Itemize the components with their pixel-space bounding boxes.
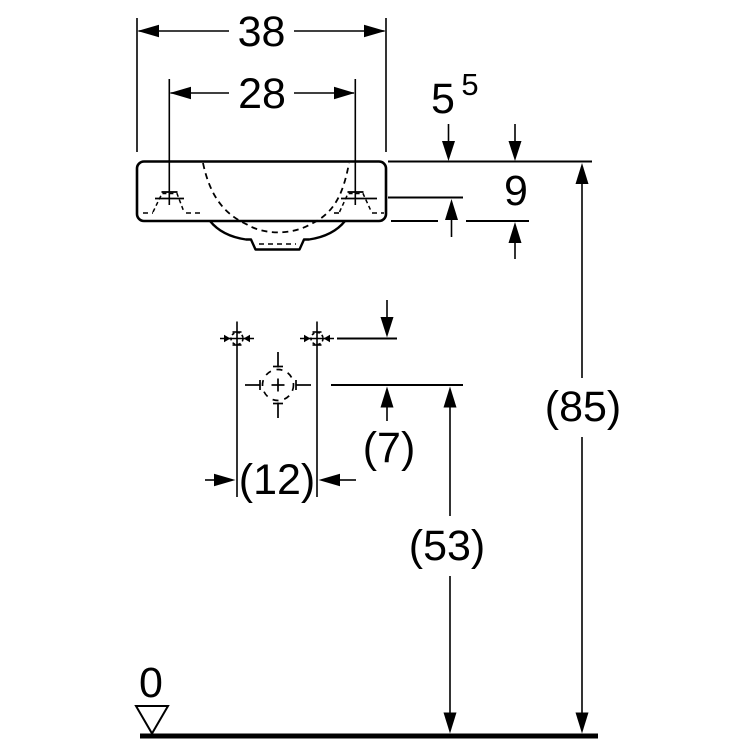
basin-bowl-hidden-contour xyxy=(202,162,350,234)
arrow-left-icon xyxy=(318,473,340,487)
dim-supply-spacing-label: (12) xyxy=(239,456,315,504)
dim-rim-to-tapline-superscript: 5 xyxy=(461,67,478,102)
dim-tap-spacing: 28 xyxy=(168,70,357,205)
dim-overall-width-label: 38 xyxy=(238,8,286,56)
arrow-up-icon xyxy=(508,222,522,243)
arrow-right-icon xyxy=(364,24,386,38)
datum-triangle-icon xyxy=(134,705,170,736)
arrow-right-icon xyxy=(334,86,355,100)
datum-zero-label: 0 xyxy=(139,659,163,707)
arrow-right-icon xyxy=(214,473,236,487)
dim-supply-to-drain-label: (7) xyxy=(363,424,416,472)
dim-supply-to-drain: (7) xyxy=(363,300,416,472)
dim-front-height-label: 9 xyxy=(504,167,528,215)
basin-apron-outline xyxy=(135,160,388,223)
dim-rim-height-label: (85) xyxy=(545,383,621,431)
dim-tap-spacing-label: 28 xyxy=(238,70,286,118)
arrow-left-icon xyxy=(137,24,159,38)
basin-front-view xyxy=(135,160,388,251)
arrow-up-icon xyxy=(445,199,458,220)
dim-drain-height-label: (53) xyxy=(409,522,485,570)
water-supply-symbol-left xyxy=(220,321,254,356)
arrow-down-icon xyxy=(442,141,455,161)
dim-drain-height: (53) xyxy=(409,386,485,734)
arrow-up-icon xyxy=(380,386,394,408)
arrow-down-icon xyxy=(508,141,522,161)
dim-rim-to-tapline: 5 5 xyxy=(431,67,479,237)
dim-supply-spacing: (12) xyxy=(205,356,356,504)
dim-rim-height: (85) xyxy=(545,163,621,734)
datum-zero-marker: 0 xyxy=(134,659,170,736)
drain-connection-symbol xyxy=(245,352,311,418)
arrow-down-icon xyxy=(575,712,589,734)
water-supply-symbol-right xyxy=(300,321,334,356)
dim-rim-to-tapline-label: 5 xyxy=(431,75,455,123)
dim-overall-width: 38 xyxy=(136,8,387,152)
dim-front-height: 9 xyxy=(504,124,528,259)
arrow-down-icon xyxy=(380,317,394,338)
level-reference-lines xyxy=(388,160,592,222)
arrow-left-icon xyxy=(169,86,191,100)
arrow-up-icon xyxy=(443,386,457,408)
arrow-down-icon xyxy=(443,712,457,734)
basin-underside-outline xyxy=(209,220,346,251)
arrow-up-icon xyxy=(575,163,589,184)
